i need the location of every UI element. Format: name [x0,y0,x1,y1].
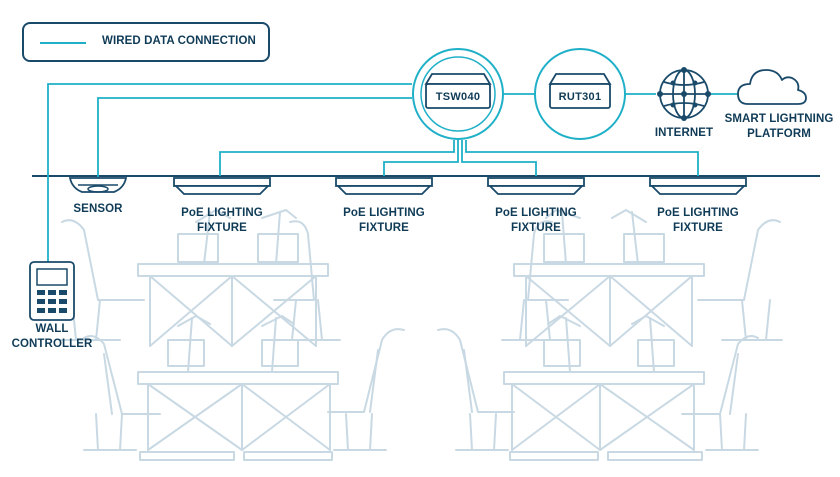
platform-label-line1: SMART LIGHTNING [724,113,834,125]
wall-controller-label: WALL CONTROLLER [0,322,104,352]
office-furniture-illustration [59,209,783,461]
fixture-label-3: PoE LIGHTING FIXTURE [480,206,592,236]
light-fixtures [173,177,747,195]
fixture-label-2-line1: PoE LIGHTING [343,207,425,219]
desk-cluster-left [59,209,405,461]
globe-icon [657,67,711,121]
light-fixture-3 [487,177,585,195]
fixture-label-1: PoE LIGHTING FIXTURE [166,206,278,236]
fixture-label-2-line2: FIXTURE [359,222,409,234]
light-fixture-2 [335,177,433,195]
fixture-label-3-line1: PoE LIGHTING [495,207,577,219]
router-device [534,48,626,140]
platform-label: SMART LIGHTNING PLATFORM [722,112,836,142]
sensor-device [68,177,128,193]
legend-label: WIRED DATA CONNECTION [102,35,256,47]
desk-cluster-right [437,209,783,461]
fixture-label-4-line1: PoE LIGHTING [657,207,739,219]
legend: WIRED DATA CONNECTION [22,22,270,62]
wall-controller-label-line1: WALL [35,323,69,335]
sensor-label: SENSOR [73,203,123,215]
router-model-label: RUT301 [558,91,602,103]
fixture-label-4: PoE LIGHTING FIXTURE [642,206,754,236]
wall-controller-device [29,261,75,321]
switch-model-label: TSW040 [435,91,481,103]
wired-connections [47,83,738,262]
cloud-icon [737,69,807,105]
internet-label: INTERNET [654,127,714,139]
fixture-label-1-line1: PoE LIGHTING [181,207,263,219]
fixture-label-2: PoE LIGHTING FIXTURE [328,206,440,236]
legend-wire-sample [40,42,86,44]
fixture-label-1-line2: FIXTURE [197,222,247,234]
light-fixture-4 [649,177,747,195]
switch-device [412,48,504,140]
platform-label-line2: PLATFORM [747,128,811,140]
fixture-label-3-line2: FIXTURE [511,222,561,234]
fixture-label-4-line2: FIXTURE [673,222,723,234]
light-fixture-1 [173,177,271,195]
wall-controller-label-line2: CONTROLLER [11,338,93,350]
